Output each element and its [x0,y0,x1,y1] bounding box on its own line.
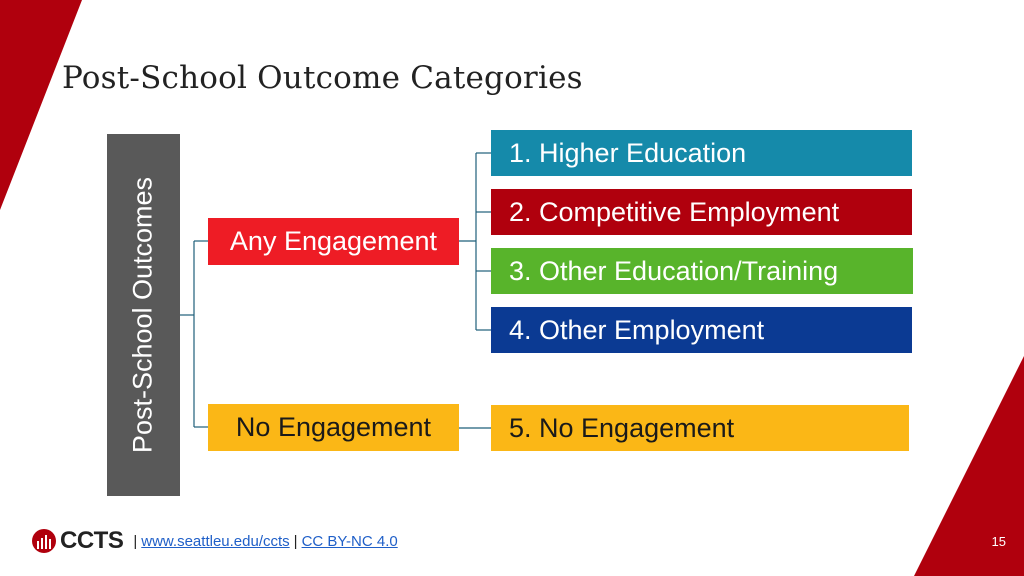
seattleu-link[interactable]: www.seattleu.edu/ccts [141,532,290,550]
ccts-logo-icon [32,529,56,553]
license-link[interactable]: CC BY-NC 4.0 [301,532,398,550]
category-higher-education: 1. Higher Education [491,130,912,176]
page-title: Post-School Outcome Categories [62,60,583,96]
footer-separator: | [133,532,138,550]
category-competitive-employment: 2. Competitive Employment [491,189,912,235]
footer: CCTS | www.seattleu.edu/ccts | CC BY-NC … [32,527,398,555]
ccts-logo: CCTS [32,527,124,555]
footer-separator: | [293,532,298,550]
corner-decoration-bottom-right [914,356,1024,576]
corner-decoration-top-left [0,0,82,210]
no-engagement-box: No Engagement [208,404,459,451]
category-other-education-training: 3. Other Education/Training [491,248,913,294]
page-number: 15 [991,534,1006,549]
category-no-engagement: 5. No Engagement [491,405,909,451]
any-engagement-box: Any Engagement [208,218,459,265]
category-other-employment: 4. Other Employment [491,307,912,353]
ccts-logo-text: CCTS [60,527,124,554]
side-bar [107,134,180,496]
